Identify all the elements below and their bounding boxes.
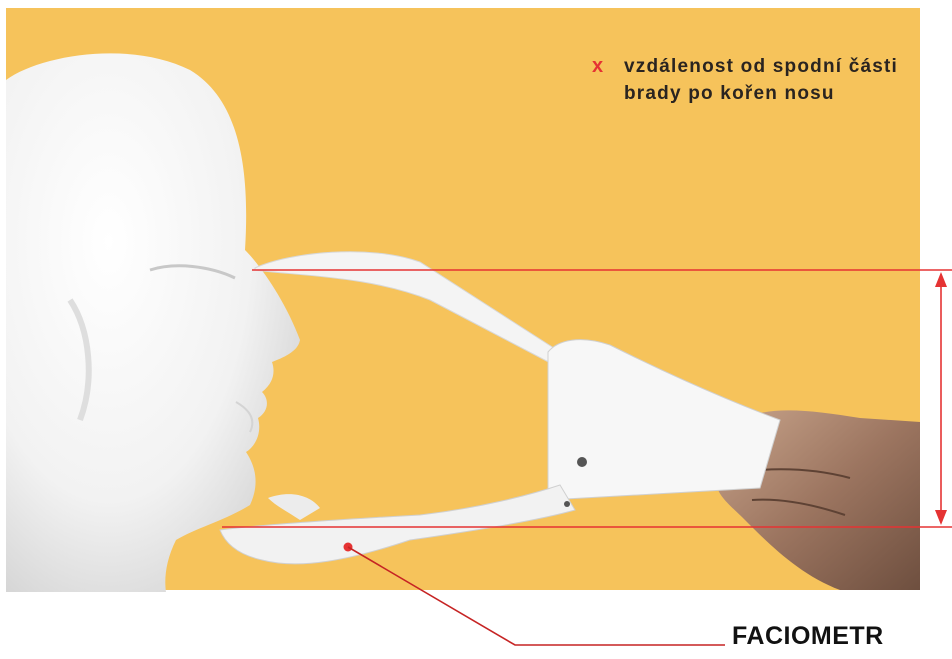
x-marker: x — [592, 53, 624, 79]
faciometer-label: FACIOMETR — [732, 622, 884, 651]
distance-arrow — [935, 272, 947, 525]
measurement-description: vzdálenost od spodní části brady po koře… — [624, 53, 924, 107]
measurement-note: x vzdálenost od spodní části brady po ko… — [592, 53, 924, 107]
